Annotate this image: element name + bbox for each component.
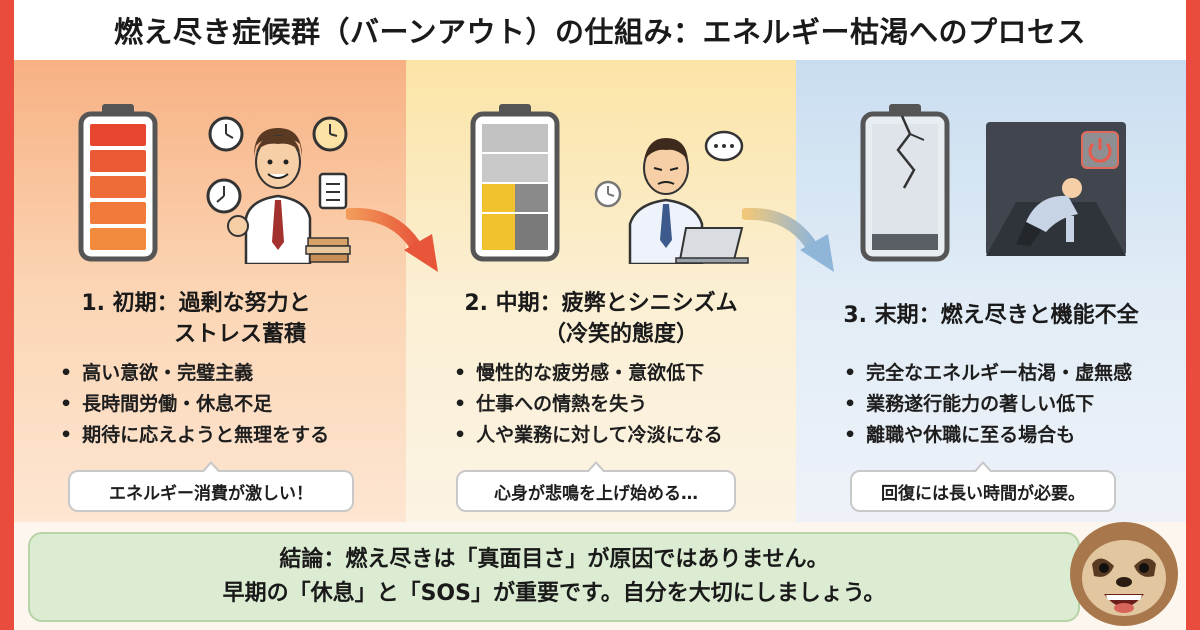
- title-bar: 燃え尽き症候群（バーンアウト）の仕組み：エネルギー枯渇へのプロセス: [14, 0, 1186, 60]
- list-item: 完全なエネルギー枯渇・虚無感: [844, 358, 1132, 389]
- stage-3-bullets: 完全なエネルギー枯渇・虚無感 業務遂行能力の著しい低下 離職や休職に至る場合も: [844, 358, 1132, 451]
- stage-3-callout: 回復には長い時間が必要。: [850, 461, 1116, 512]
- clock-icon: [594, 180, 622, 208]
- list-item: 期待に応えようと無理をする: [60, 420, 329, 451]
- stage-3-panel: 3. 末期：燃え尽きと機能不全 完全なエネルギー枯渇・虚無感 業務遂行能力の著し…: [796, 60, 1186, 522]
- battery-empty-cracked-icon: [860, 104, 950, 262]
- battery-half-icon: [470, 104, 560, 262]
- books-icon: [305, 237, 351, 263]
- conclusion-box: 結論：燃え尽きは「真面目さ」が原因ではありません。 早期の「休息」と「SOS」が…: [28, 532, 1080, 622]
- stage-2-callout: 心身が悲鳴を上げ始める…: [456, 461, 736, 512]
- man-collapsed-icon: [986, 122, 1126, 256]
- list-item: 業務遂行能力の著しい低下: [844, 389, 1132, 420]
- arrow-right-icon: [346, 207, 438, 272]
- page-title: 燃え尽き症候群（バーンアウト）の仕組み：エネルギー枯渇へのプロセス: [113, 15, 1087, 49]
- speech-bubble-icon: [704, 130, 744, 162]
- list-item: 仕事への情熱を失う: [454, 389, 723, 420]
- stage-2-title-line-1: 2. 中期：疲弊とシニシズム: [464, 291, 738, 316]
- stage-1-title: 1. 初期：過剰な努力と ストレス蓄積: [14, 288, 406, 350]
- stage-1-bullets: 高い意欲・完璧主義 長時間労働・休息不足 期待に応えようと無理をする: [60, 358, 329, 451]
- battery-full-icon: [78, 104, 158, 262]
- stage-1-title-line-2: ストレス蓄積: [173, 322, 306, 347]
- stage-2-title-line-2: （冷笑的態度）: [543, 322, 698, 347]
- list-item: 慢性的な疲労感・意欲低下: [454, 358, 723, 389]
- stage-2-title: 2. 中期：疲弊とシニシズム （冷笑的態度）: [406, 288, 796, 350]
- conclusion-line-2: 早期の「休息」と「SOS」が重要です。自分を大切にしましょう。: [222, 581, 886, 606]
- man-energetic-icon: [206, 116, 351, 264]
- stage-3-title: 3. 末期：燃え尽きと機能不全: [796, 300, 1186, 331]
- stage-1-title-line-1: 1. 初期：過剰な努力と: [81, 291, 311, 316]
- stage-3-title-line-1: 3. 末期：燃え尽きと機能不全: [843, 303, 1139, 328]
- list-item: 高い意欲・完璧主義: [60, 358, 329, 389]
- stage-1-panel: 1. 初期：過剰な努力と ストレス蓄積 高い意欲・完璧主義 長時間労働・休息不足…: [14, 60, 406, 522]
- checklist-icon: [318, 172, 348, 210]
- arrow-right-icon: [742, 207, 834, 272]
- left-frame-border: [0, 0, 14, 630]
- clock-icon: [206, 178, 242, 214]
- stage-2-panel: 2. 中期：疲弊とシニシズム （冷笑的態度） 慢性的な疲労感・意欲低下 仕事への…: [406, 60, 796, 522]
- stage-1-callout: エネルギー消費が激しい！: [68, 461, 354, 512]
- clock-icon: [208, 116, 244, 152]
- list-item: 離職や休職に至る場合も: [844, 420, 1132, 451]
- stage-2-bullets: 慢性的な疲労感・意欲低下 仕事への情熱を失う 人や業務に対して冷淡になる: [454, 358, 723, 451]
- man-tired-icon: [594, 130, 749, 264]
- power-icon: [1081, 131, 1119, 169]
- right-frame-border: [1186, 0, 1200, 630]
- clock-icon: [312, 116, 348, 152]
- list-item: 長時間労働・休息不足: [60, 389, 329, 420]
- sloth-icon: [1070, 522, 1178, 626]
- conclusion-line-1: 結論：燃え尽きは「真面目さ」が原因ではありません。: [279, 547, 829, 572]
- laptop-icon: [675, 227, 749, 264]
- list-item: 人や業務に対して冷淡になる: [454, 420, 722, 451]
